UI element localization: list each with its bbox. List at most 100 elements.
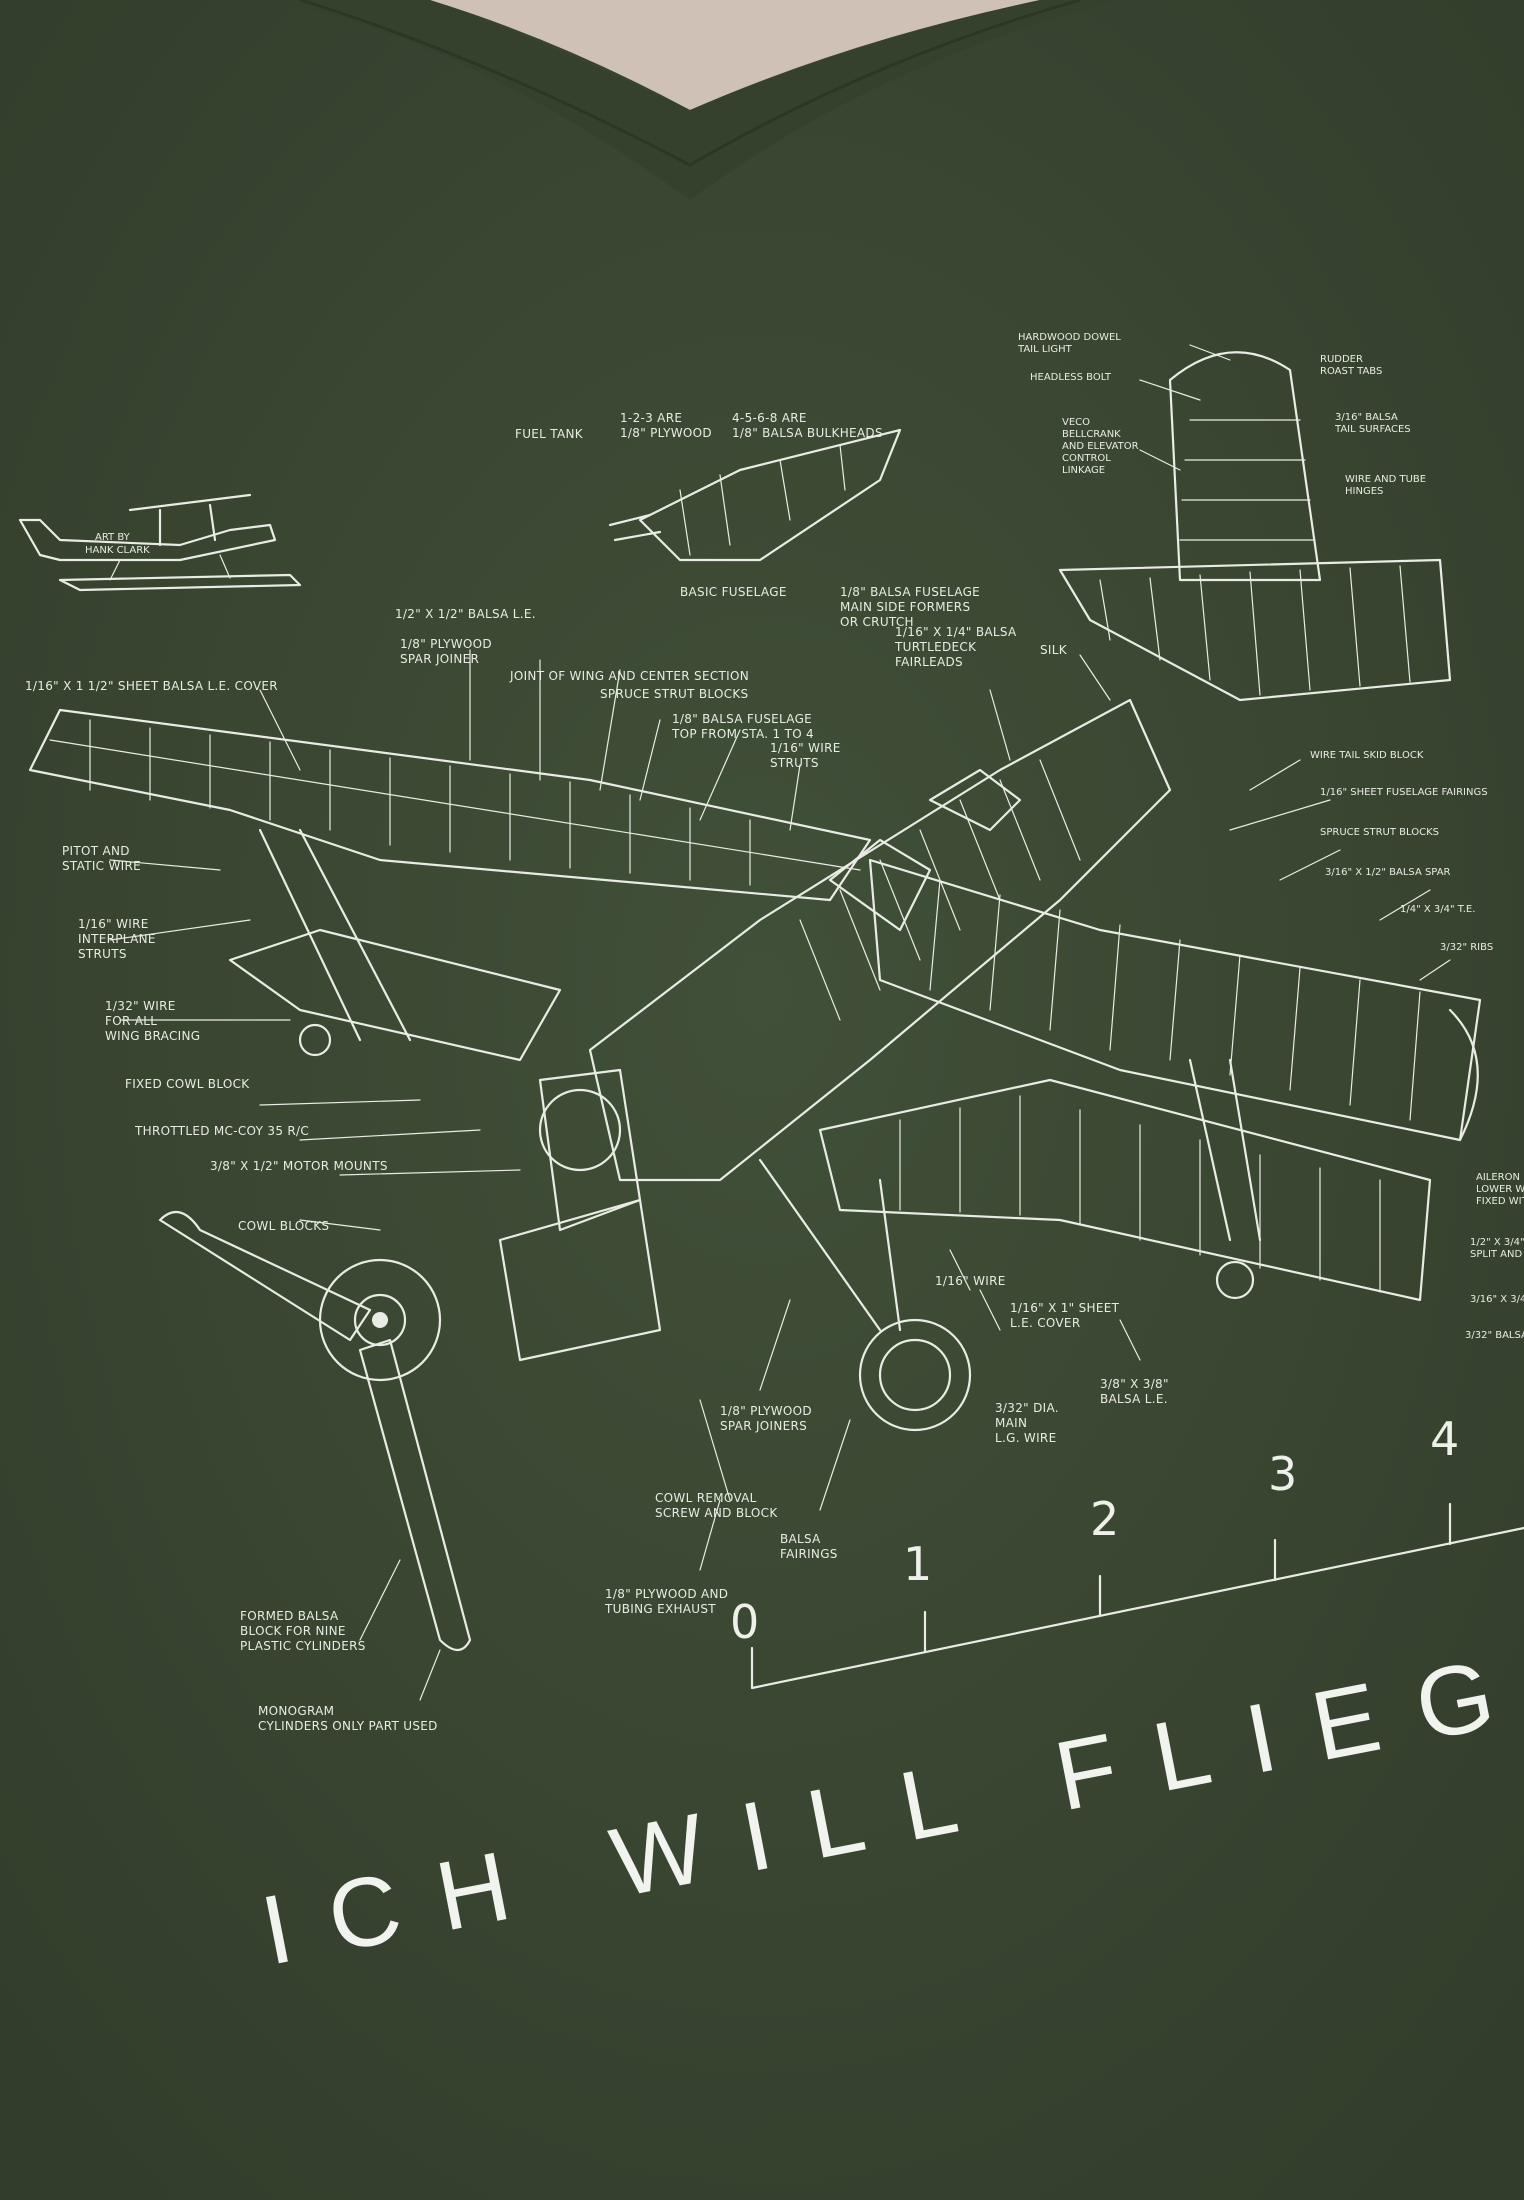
callout-rudder-1: RUDDER [1320,354,1363,365]
small-floatplane-drawing: ART BY HANK CLARK [18,493,302,592]
callout-wire-struts-2: STRUTS [770,756,819,770]
callout-bulkheads-2: 1/8" BALSA BULKHEADS [732,426,883,440]
callout-plywood-123-2: 1/8" PLYWOOD [620,426,712,440]
callout-headless-bolt: HEADLESS BOLT [1030,372,1112,383]
callout-balsa-332: 3/32" BALSA [1465,1330,1524,1341]
callout-bellcrank-2: BELLCRANK [1062,429,1121,440]
ruler-number-1: 1 [903,1537,932,1591]
callout-balsa-le: 1/2" X 1/2" BALSA L.E. [395,607,536,621]
callout-turtledeck-1: 1/16" X 1/4" BALSA [895,625,1017,639]
callout-aileron-2: LOWER WING [1476,1184,1524,1195]
callout-monogram-2: CYLINDERS ONLY PART USED [258,1719,438,1733]
callout-throttled: THROTTLED MC-COY 35 R/C [134,1124,309,1138]
v-neck-collar [270,0,1120,200]
callout-fuselage-formers-1: 1/8" BALSA FUSELAGE [840,585,980,599]
callout-wire-struts-1: 1/16" WIRE [770,741,841,755]
callout-main-lg-1: 3/32" DIA. [995,1401,1059,1415]
callout-sheet-le-2: L.E. COVER [1010,1316,1080,1330]
callout-cowl-removal-2: SCREW AND BLOCK [655,1506,778,1520]
callout-wire-tube-2: HINGES [1345,486,1383,497]
callout-main-lg-2: MAIN [995,1416,1027,1430]
callout-spruce-strut: SPRUCE STRUT BLOCKS [600,687,748,701]
callout-pitot-2: STATIC WIRE [62,859,141,873]
callout-formed-balsa-1: FORMED BALSA [240,1609,339,1623]
ruler-number-0: 0 [730,1595,759,1649]
callout-aileron-3: FIXED WITH [1476,1196,1524,1207]
ruler-number-3: 3 [1268,1447,1297,1501]
callout-le-cover: 1/16" X 1 1/2" SHEET BALSA L.E. COVER [25,679,278,693]
callout-balsa-spar: 3/16" X 1/2" BALSA SPAR [1325,867,1451,878]
callout-wing-bracing-3: WING BRACING [105,1029,200,1043]
callout-balsa-38-1: 3/8" X 3/8" [1100,1377,1169,1391]
callout-balsa-tail-2: TAIL SURFACES [1334,424,1411,435]
callout-dowel-2: TAIL LIGHT [1017,344,1073,355]
callout-wire-tube-1: WIRE AND TUBE [1345,474,1426,485]
callout-spar-joiners-2: SPAR JOINERS [720,1419,807,1433]
callout-ribs: 3/32" RIBS [1440,942,1493,953]
callout-bellcrank-4: CONTROL [1062,453,1111,464]
callout-leader-lines [109,344,1451,1701]
callout-cowl-blocks: COWL BLOCKS [238,1219,329,1233]
callout-fuselage-top-2: TOP FROM STA. 1 TO 4 [671,727,814,741]
callout-monogram-1: MONOGRAM [258,1704,334,1718]
neck-skin [300,0,1200,110]
callout-wing-bracing-2: FOR ALL [105,1014,157,1028]
callout-interplane-3: STRUTS [78,947,127,961]
callout-fuselage-formers-2: MAIN SIDE FORMERS [840,600,970,614]
callout-sheet-fairings: 1/16" SHEET FUSELAGE FAIRINGS [1320,787,1488,798]
scale-ruler: 0 1 2 3 4 [730,1412,1524,1690]
collar-stitch [299,0,1081,167]
callout-interplane-1: 1/16" WIRE [78,917,149,931]
callout-fuselage-formers-3: OR CRUTCH [840,615,914,629]
callout-sheet-le-1: 1/16" X 1" SHEET [1010,1301,1120,1315]
callout-split-1: 1/2" X 3/4" B [1470,1237,1524,1248]
callout-spar-joiner-1: 1/8" PLYWOOD [400,637,492,651]
basic-fuselage-drawing [608,428,902,562]
callout-fuselage-top-1: 1/8" BALSA FUSELAGE [672,712,812,726]
callout-balsa-tail-1: 3/16" BALSA [1335,412,1398,423]
callout-exhaust-1: 1/8" PLYWOOD AND [605,1587,728,1601]
callout-formed-balsa-3: PLASTIC CYLINDERS [240,1639,366,1653]
callout-te: 1/4" X 3/4" T.E. [1400,904,1475,915]
callout-bellcrank-1: VECO [1062,417,1090,428]
callout-main-lg-3: L.G. WIRE [995,1431,1056,1445]
callout-bellcrank-5: LINKAGE [1062,465,1105,476]
callout-dowel-1: HARDWOOD DOWEL [1018,332,1121,343]
callout-spruce-spar: SPRUCE STRUT BLOCKS [1320,827,1439,838]
callout-split-2: SPLIT AND [1470,1249,1523,1260]
callout-formed-balsa-2: BLOCK FOR NINE [240,1624,346,1638]
callout-exhaust-2: TUBING EXHAUST [604,1602,716,1616]
biplane-blueprint-drawing [28,351,1482,1652]
callout-plywood-123-1: 1-2-3 ARE [620,411,682,425]
callout-turtledeck-3: FAIRLEADS [895,655,963,669]
callout-motor-mounts: 3/8" X 1/2" MOTOR MOUNTS [210,1159,388,1173]
callout-rudder-2: ROAST TABS [1320,366,1382,377]
callout-bellcrank-3: AND ELEVATOR [1062,441,1139,452]
small-plane-caption-2: HANK CLARK [85,545,150,556]
callout-joint-wing: JOINT OF WING AND CENTER SECTION [509,669,749,683]
callout-aileron-1: AILERON [1476,1172,1520,1183]
callout-balsa-fairings-2: FAIRINGS [780,1547,838,1561]
callout-pitot-1: PITOT AND [62,844,130,858]
callout-labels: FUEL TANK 1-2-3 ARE 1/8" PLYWOOD 4-5-6-8… [25,332,1524,1733]
callout-tail-skid: WIRE TAIL SKID BLOCK [1310,750,1424,761]
small-plane-caption-1: ART BY [95,532,131,543]
callout-balsa-fairings-1: BALSA [780,1532,821,1546]
callout-cowl-block-fixed: FIXED COWL BLOCK [125,1077,250,1091]
callout-spar-joiners-1: 1/8" PLYWOOD [720,1404,812,1418]
callout-cowl-removal-1: COWL REMOVAL [655,1491,757,1505]
callout-turtledeck-2: TURTLEDECK [894,640,977,654]
callout-balsa-38-2: BALSA L.E. [1100,1392,1168,1406]
callout-bulkheads-1: 4-5-6-8 ARE [732,411,807,425]
callout-wire-116: 1/16" WIRE [935,1274,1006,1288]
callout-wing-bracing-1: 1/32" WIRE [105,999,176,1013]
callout-interplane-2: INTERPLANE [78,932,156,946]
ruler-number-4: 4 [1430,1412,1459,1466]
callout-silk: SILK [1040,643,1068,657]
ruler-number-2: 2 [1090,1492,1119,1546]
callout-balsa-316: 3/16" X 3/4" [1470,1294,1524,1305]
callout-fuel-tank: FUEL TANK [515,427,584,441]
callout-basic-fuselage: BASIC FUSELAGE [680,585,787,599]
callout-spar-joiner-2: SPAR JOINER [400,652,479,666]
